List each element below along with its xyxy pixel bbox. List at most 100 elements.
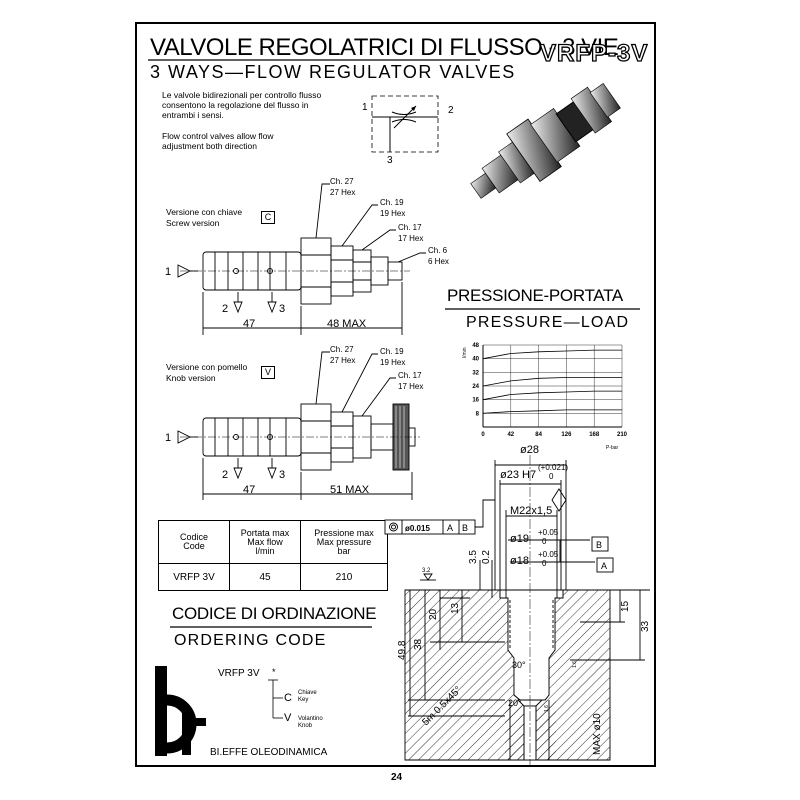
gdt-value: ø0.015 <box>405 524 430 533</box>
table-row: VRFP 3V 45 210 <box>158 563 388 591</box>
gdt-ref-a: A <box>447 523 453 533</box>
datum-a: A <box>601 561 607 571</box>
cavity-d18-tol-zero: 0 <box>542 559 547 568</box>
cavity-3-5: 3.5 <box>468 550 479 564</box>
cavity-d23: ø23 H7 <box>500 469 536 481</box>
cavity-d18: ø18 <box>510 555 529 567</box>
chart-x-tick-label: 126 <box>561 432 572 438</box>
cavity-tol-top: (+0.021) <box>538 463 568 472</box>
chart-series-line <box>482 409 622 414</box>
screw-version-code-box: C <box>261 207 275 225</box>
knob-version-code: V <box>261 366 275 379</box>
cavity-13: 13 <box>450 602 461 614</box>
brand-name: BI.EFFE OLEODINAMICA <box>210 747 328 758</box>
cavity-d19-tol-zero: 0 <box>542 537 547 546</box>
cavity-33: 33 <box>640 620 651 632</box>
screw-hex6: 6 Hex <box>428 257 449 266</box>
cavity-roughness-2: 1.6 <box>544 705 550 712</box>
screw-port-1: 1 <box>165 266 171 278</box>
cavity-max-d10: MAX ø10 <box>592 713 603 755</box>
chart-y-tick-label: 24 <box>472 384 479 390</box>
knob-ch27: Ch. 27 <box>330 345 354 354</box>
chart-title-english: PRESSURE—LOAD <box>466 314 630 331</box>
chart-series-line <box>482 377 622 387</box>
screw-dim-47: 47 <box>243 318 255 330</box>
cavity-d19: ø19 <box>510 533 529 545</box>
chart-y-tick-label: 48 <box>472 343 479 349</box>
knob-dim-47: 47 <box>243 484 255 496</box>
screw-ch17: Ch. 17 <box>398 223 422 232</box>
chart-y-tick-label: 32 <box>472 370 479 376</box>
chart-x-tick-label: 84 <box>535 432 542 438</box>
chart-y-tick-label: 16 <box>472 398 479 404</box>
knob-version-code-box: V <box>261 362 275 380</box>
ordering-option-c-it: Chiave <box>298 690 317 696</box>
spec-cell-flow: 45 <box>229 563 301 591</box>
cavity-roughness-1: 1.6 <box>572 661 578 668</box>
chart-x-tick-label: 210 <box>617 432 628 438</box>
cavity-angle-20: 20° <box>508 698 522 708</box>
knob-hex19: 19 Hex <box>380 358 405 367</box>
symbol-port-2: 2 <box>448 105 454 116</box>
knob-port-3: 3 <box>279 469 285 481</box>
chart-y-tick-label: 8 <box>476 411 480 417</box>
ordering-model: VRFP 3V <box>218 668 260 679</box>
ordering-option-v-code: V <box>284 712 292 724</box>
chart-title-italian: PRESSIONE-PORTATA <box>447 286 623 305</box>
cavity-thread: M22x1,5 <box>510 505 552 517</box>
datum-b: B <box>596 540 602 550</box>
screw-version-label-it: Versione con chiave <box>166 207 243 217</box>
cavity-38: 38 <box>413 638 424 650</box>
chart-x-tick-label: 42 <box>507 432 514 438</box>
symbol-port-3: 3 <box>387 155 393 166</box>
screw-port-2: 2 <box>222 303 228 315</box>
knob-port-2: 2 <box>222 469 228 481</box>
spec-cell-pressure: 210 <box>300 563 388 591</box>
ordering-option-v-en: Knob <box>298 723 313 729</box>
screw-hex19: 19 Hex <box>380 209 405 218</box>
ordering-title-english: ORDERING CODE <box>174 632 327 649</box>
cavity-d18-tol: +0.05 <box>538 550 559 559</box>
screw-ch6: Ch. 6 <box>428 246 448 255</box>
knob-version-label-en: Knob version <box>166 373 216 383</box>
ordering-title-italian: CODICE DI ORDINAZIONE <box>172 604 377 623</box>
screw-port-3: 3 <box>279 303 285 315</box>
page-number: 24 <box>391 772 403 783</box>
chart-x-label: P-bar <box>606 445 619 451</box>
cavity-angle-30: 30° <box>512 660 526 670</box>
cavity-0-2: 0.2 <box>481 550 492 564</box>
knob-dim-51max: 51 MAX <box>330 484 370 496</box>
symbol-port-1: 1 <box>362 102 368 113</box>
chart-y-tick-label: 40 <box>472 357 479 363</box>
knob-version-label-it: Versione con pomello <box>166 362 248 372</box>
cavity-d19-tol: +0.05 <box>538 528 559 537</box>
screw-dim-48max: 48 MAX <box>327 318 367 330</box>
ordering-marker: * <box>272 667 276 677</box>
chart-x-tick-label: 168 <box>589 432 600 438</box>
cavity-tol-bottom: 0 <box>549 472 554 481</box>
cavity-15: 15 <box>620 600 631 612</box>
chart-y-label: l/min <box>462 347 468 358</box>
product-code: VRFP-3V <box>539 39 649 67</box>
title-english: 3 WAYS—FLOW REGULATOR VALVES <box>150 62 516 82</box>
screw-version-label-en: Screw version <box>166 218 220 228</box>
chart-series-line <box>482 349 622 360</box>
knob-hex27: 27 Hex <box>330 356 355 365</box>
screw-hex27: 27 Hex <box>330 188 355 197</box>
page-frame <box>135 22 656 767</box>
knob-hex17: 17 Hex <box>398 382 423 391</box>
ordering-option-c-code: C <box>284 692 292 704</box>
